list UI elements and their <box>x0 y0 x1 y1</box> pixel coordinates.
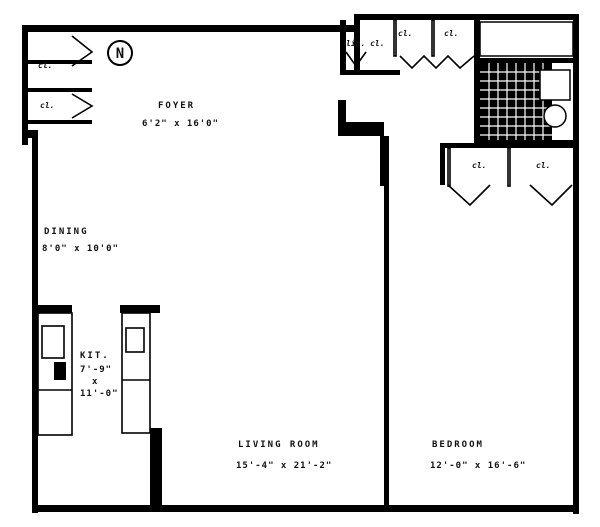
kitchen-dims-2: x <box>92 377 98 387</box>
north-arrow-icon: N <box>107 40 133 66</box>
foyer-label: FOYER <box>158 101 195 111</box>
dining-label: DINING <box>44 227 89 237</box>
bathtub <box>479 21 574 57</box>
outer-walls <box>22 14 579 514</box>
kitchen-dims-3: 11'-0" <box>80 389 119 399</box>
bedroom-dims: 12'-0" x 16'-6" <box>430 461 526 471</box>
refrigerator <box>125 327 145 353</box>
closet-label: cl. <box>536 161 550 170</box>
closet-label: cl. <box>40 101 54 110</box>
dining-dims: 8'0" x 10'0" <box>42 244 119 254</box>
bathroom-floor <box>479 21 574 140</box>
foyer-dims: 6'2" x 16'0" <box>142 119 219 129</box>
kitchen-dims-1: 7'-9" <box>80 365 112 375</box>
bedroom-label: BEDROOM <box>432 440 484 450</box>
kitchen-sink <box>41 325 65 359</box>
closet-label: cl. <box>472 161 486 170</box>
living-room-label: LIVING ROOM <box>238 440 320 450</box>
kitchen-counters <box>37 312 151 436</box>
stove <box>54 362 66 380</box>
living-room-dims: 15'-4" x 21'-2" <box>236 461 332 471</box>
closet-label: cl. <box>398 29 412 38</box>
interior-walls <box>22 20 574 510</box>
kitchen-label: KIT. <box>80 351 110 361</box>
linen-closet-label: lin. cl. <box>346 38 385 48</box>
toilet <box>543 104 567 128</box>
compass-label: N <box>116 46 124 62</box>
closet-label: cl. <box>444 29 458 38</box>
closet-doors <box>71 19 573 207</box>
closet-label: cl. <box>38 61 52 70</box>
sink <box>539 69 571 101</box>
